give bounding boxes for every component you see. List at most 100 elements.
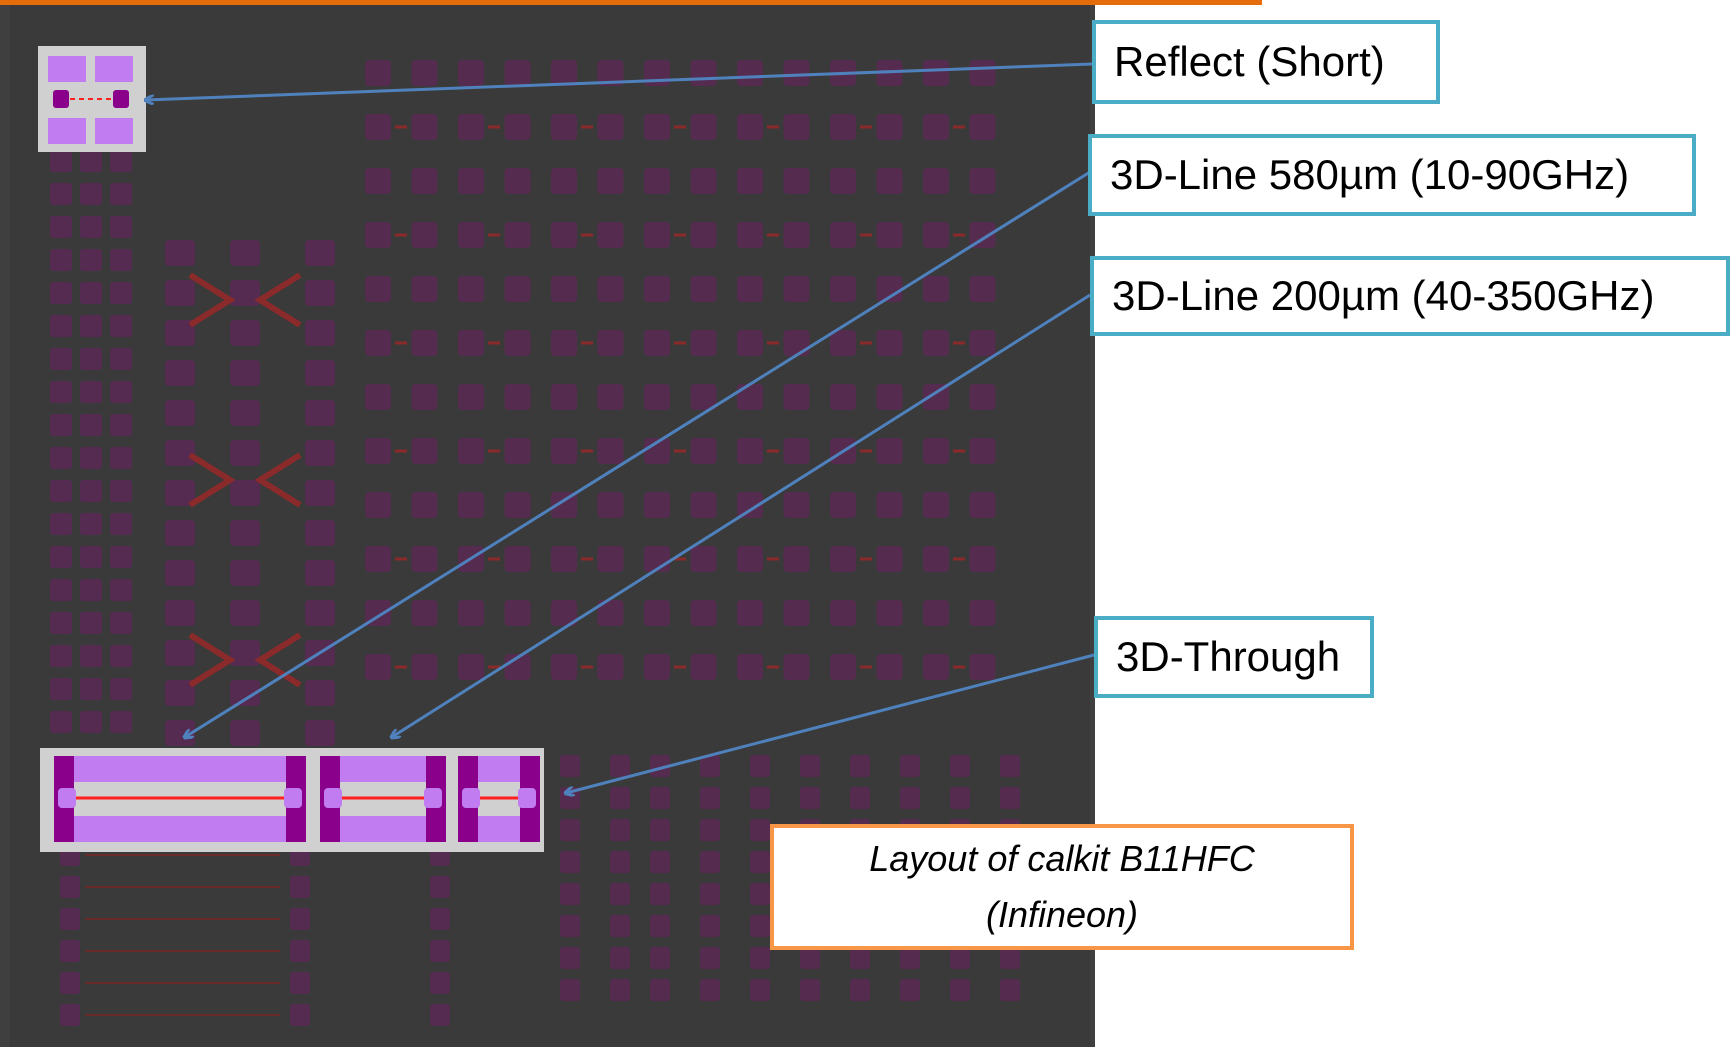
pad [458, 546, 484, 572]
pad [597, 276, 624, 302]
layout-caption: Layout of calkit B11HFC (Infineon) [770, 824, 1354, 950]
pad [783, 114, 810, 140]
pad [850, 979, 870, 1001]
pad [551, 276, 577, 302]
pad [610, 915, 630, 937]
pad [50, 645, 72, 667]
pad [504, 600, 531, 626]
pad [50, 546, 72, 568]
pad [230, 240, 260, 266]
pad [110, 414, 132, 436]
pad [923, 546, 949, 572]
pad [230, 360, 260, 386]
pad [80, 447, 102, 469]
pad [690, 168, 717, 194]
line580-callout: 3D-Line 580µm (10-90GHz) [1088, 134, 1696, 216]
pad [50, 315, 72, 337]
pad [230, 520, 260, 546]
pad [876, 600, 903, 626]
pad [690, 384, 717, 410]
pad [305, 560, 335, 586]
pad [365, 546, 391, 572]
reflect-signal-pad [113, 90, 129, 108]
pad [650, 755, 670, 777]
pad [783, 384, 810, 410]
pad [876, 276, 903, 302]
pad [165, 720, 195, 746]
pad [458, 654, 484, 680]
caption-line-1: Layout of calkit B11HFC [869, 838, 1255, 879]
pad [50, 711, 72, 733]
pad [644, 600, 670, 626]
pad [950, 787, 970, 809]
pad [230, 280, 260, 306]
pad [783, 222, 810, 248]
pad [644, 114, 670, 140]
pad [923, 168, 949, 194]
pad [830, 654, 856, 680]
pad [305, 640, 335, 666]
pad [783, 276, 810, 302]
pad [305, 720, 335, 746]
pad [750, 851, 770, 873]
pad [458, 60, 484, 86]
pad [365, 222, 391, 248]
pad [610, 883, 630, 905]
pad [165, 520, 195, 546]
pad [876, 546, 903, 572]
pad [165, 400, 195, 426]
pad [165, 240, 195, 266]
pad [50, 183, 72, 205]
pad [50, 414, 72, 436]
pad [50, 678, 72, 700]
pad [969, 168, 996, 194]
pad [560, 787, 580, 809]
pad [644, 492, 670, 518]
pad [551, 330, 577, 356]
pad [305, 600, 335, 626]
pad [923, 222, 949, 248]
pad [644, 330, 670, 356]
pad [737, 60, 763, 86]
line200-label: 3D-Line 200µm (40-350GHz) [1112, 272, 1655, 319]
pad [365, 276, 391, 302]
pad [783, 330, 810, 356]
pad [737, 654, 763, 680]
pad [650, 947, 670, 969]
pad [165, 600, 195, 626]
pad [504, 60, 531, 86]
pad [830, 330, 856, 356]
pad [876, 114, 903, 140]
pad [923, 492, 949, 518]
pad [110, 645, 132, 667]
pad [365, 60, 391, 86]
pad [950, 979, 970, 1001]
pad [290, 972, 310, 994]
pad [365, 438, 391, 464]
pad [1000, 947, 1020, 969]
pad [969, 114, 996, 140]
pad [165, 280, 195, 306]
pad [305, 320, 335, 346]
pad [1000, 979, 1020, 1001]
pad [737, 600, 763, 626]
pad [750, 819, 770, 841]
pad [60, 908, 80, 930]
pad [365, 384, 391, 410]
pad [969, 654, 996, 680]
pad [290, 908, 310, 930]
pad [690, 654, 717, 680]
pad [969, 330, 996, 356]
pad [783, 492, 810, 518]
pad [411, 438, 438, 464]
pad [80, 381, 102, 403]
pad [969, 438, 996, 464]
pad [551, 60, 577, 86]
reflect-pad [48, 56, 86, 82]
pad [644, 654, 670, 680]
pad [411, 654, 438, 680]
pad [690, 60, 717, 86]
highlighted-structures [38, 46, 544, 852]
pad [644, 384, 670, 410]
signal-pad-left [462, 788, 480, 808]
